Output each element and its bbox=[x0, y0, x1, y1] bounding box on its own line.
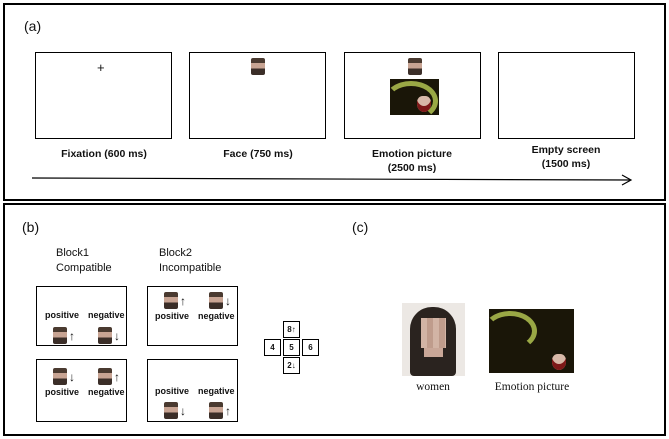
caption-face: Face (750 ms) bbox=[223, 148, 293, 160]
word-positive: positive bbox=[45, 310, 80, 320]
face-thumbnail bbox=[209, 292, 223, 309]
arrow-up-icon: ↑ bbox=[180, 294, 186, 308]
face-thumbnail bbox=[53, 368, 67, 385]
block1-subtitle: Compatible bbox=[56, 262, 112, 274]
caption-fixation: Fixation (600 ms) bbox=[61, 148, 147, 160]
face-thumbnail bbox=[164, 292, 178, 309]
block1-title: Block1 bbox=[56, 247, 90, 259]
key-4: 4 bbox=[264, 339, 281, 356]
word-negative: negative bbox=[88, 310, 125, 320]
face-thumbnail bbox=[98, 368, 112, 385]
word-negative: negative bbox=[198, 386, 235, 396]
face-thumbnail bbox=[53, 327, 67, 344]
word-negative: negative bbox=[198, 311, 235, 321]
timeline-arrow bbox=[31, 174, 633, 186]
key-2-down: 2↓ bbox=[283, 357, 300, 374]
panel-b-label: (b) bbox=[22, 219, 40, 235]
caption-women: women bbox=[416, 381, 450, 393]
key-8-up: 8↑ bbox=[283, 321, 300, 338]
empty-screen bbox=[498, 52, 635, 139]
arrow-down-icon: ↓ bbox=[69, 370, 75, 384]
word-positive: positive bbox=[155, 386, 190, 396]
panel-a-label: (a) bbox=[24, 18, 42, 34]
block2-subtitle: Incompatible bbox=[159, 262, 222, 274]
face-thumbnail bbox=[209, 402, 223, 419]
emotion-picture-screen bbox=[344, 52, 481, 139]
word-positive: positive bbox=[155, 311, 190, 321]
word-negative: negative bbox=[88, 387, 125, 397]
block2-title: Block2 bbox=[159, 247, 193, 259]
block2-trial-2: positive negative ↓ ↑ bbox=[147, 359, 238, 422]
caption-empty-screen: Empty screen bbox=[531, 144, 601, 156]
fixation-cross: + bbox=[97, 60, 105, 75]
word-positive: positive bbox=[45, 387, 80, 397]
arrow-down-icon: ↓ bbox=[225, 294, 231, 308]
women-photo bbox=[402, 303, 465, 376]
block1-trial-2: ↓ ↑ positive negative bbox=[36, 359, 127, 422]
face-screen bbox=[189, 52, 326, 139]
caption-empty-duration: (1500 ms) bbox=[541, 158, 591, 170]
face-thumbnail bbox=[164, 402, 178, 419]
arrow-up-icon: ↑ bbox=[225, 404, 231, 418]
caption-emotion-picture: Emotion picture bbox=[494, 381, 570, 393]
key-5: 5 bbox=[283, 339, 300, 356]
arrow-down-icon: ↓ bbox=[180, 404, 186, 418]
block1-trial-1: positive negative ↑ ↓ bbox=[36, 286, 127, 346]
face-thumbnail bbox=[251, 58, 265, 75]
panel-c-label: (c) bbox=[352, 219, 369, 235]
key-6: 6 bbox=[302, 339, 319, 356]
arrow-up-icon: ↑ bbox=[69, 329, 75, 343]
caption-emotion-picture: Emotion picture bbox=[372, 148, 452, 160]
block2-trial-1: ↑ ↓ positive negative bbox=[147, 286, 238, 346]
face-thumbnail bbox=[98, 327, 112, 344]
arrow-down-icon: ↓ bbox=[114, 329, 120, 343]
caption-emotion-duration: (2500 ms) bbox=[387, 162, 437, 174]
emotion-picture-photo bbox=[489, 309, 574, 373]
face-thumbnail bbox=[408, 58, 422, 75]
fixation-screen: + bbox=[35, 52, 172, 139]
arrow-up-icon: ↑ bbox=[114, 370, 120, 384]
emotion-picture-thumbnail bbox=[390, 79, 439, 115]
